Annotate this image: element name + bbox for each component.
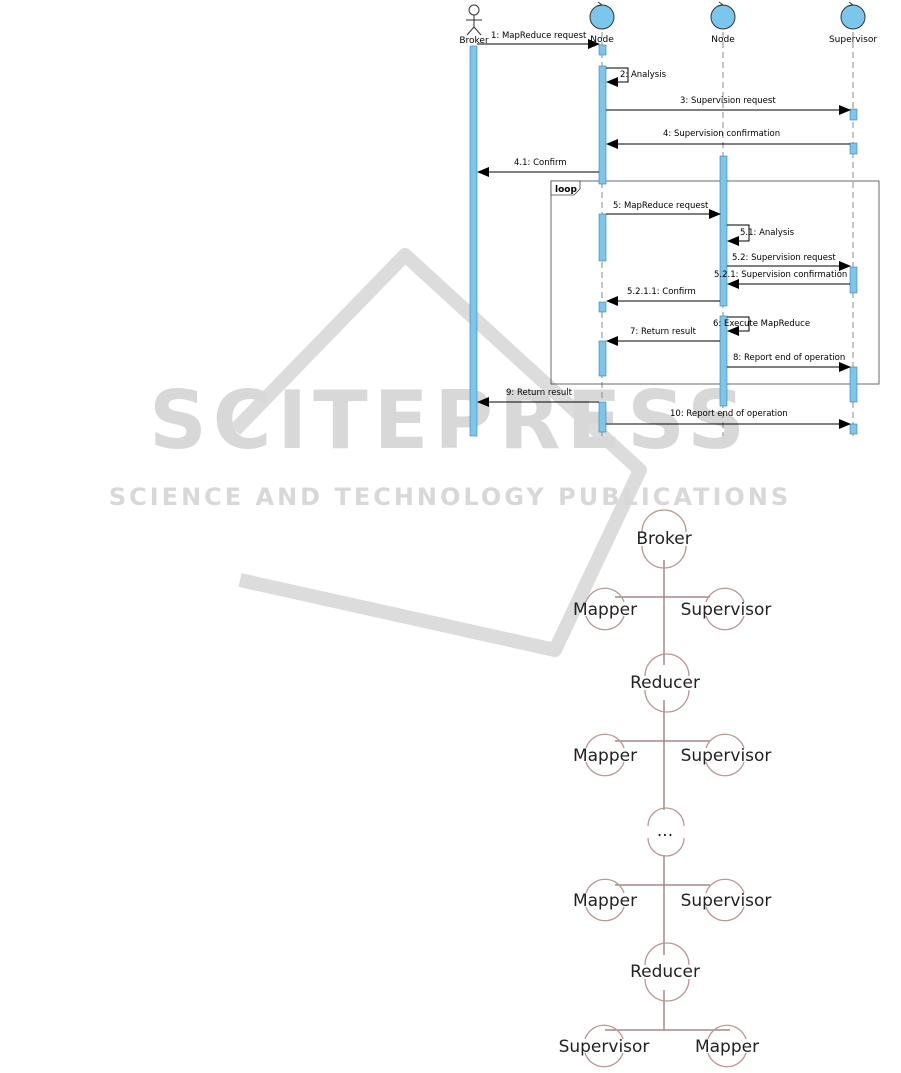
- message-label: 7: Return result: [630, 327, 697, 337]
- watermark-subtitle: SCIENCE AND TECHNOLOGY PUBLICATIONS: [109, 483, 791, 511]
- tree-diagram: Broker Mapper Supervisor Reducer Mapper …: [559, 509, 772, 1068]
- message-label: 2: Analysis: [620, 70, 667, 80]
- broker-activation: [469, 45, 478, 437]
- loop-fragment: [550, 180, 880, 385]
- tree-node-reducer: Reducer: [630, 962, 700, 982]
- tree-node-ellipsis: ...: [657, 821, 673, 841]
- tree-node-supervisor: Supervisor: [681, 891, 772, 911]
- message-label: 3: Supervision request: [680, 96, 776, 106]
- loop-fragment-tab: [550, 180, 581, 196]
- lifeline-label-node1: Node: [590, 35, 614, 45]
- loop-fragment-label: loop: [555, 185, 577, 195]
- node2-activation: [719, 155, 728, 307]
- tree-node-reducer: Reducer: [630, 673, 700, 693]
- message-self-arrow: [606, 67, 629, 87]
- watermark: SCITEPRESS SCIENCE AND TECHNOLOGY PUBLIC…: [109, 248, 791, 657]
- tree-node-broker: Broker: [636, 529, 691, 549]
- node1-activation: [598, 65, 607, 185]
- control-node2-icon: [710, 1, 736, 30]
- tree-node-supervisor: Supervisor: [559, 1037, 650, 1057]
- tree-node-mapper: Mapper: [695, 1037, 759, 1057]
- watermark-title: SCITEPRESS: [149, 374, 751, 467]
- node1-activation: [598, 401, 607, 433]
- message-label: 10: Report end of operation: [670, 409, 788, 419]
- supervisor-activation: [849, 142, 858, 155]
- message-label: 8: Report end of operation: [733, 353, 845, 363]
- lifeline-label-supervisor: Supervisor: [829, 35, 877, 45]
- node1-activation: [598, 44, 607, 56]
- watermark-swoosh: [229, 248, 647, 657]
- tree-node-mapper: Mapper: [573, 891, 637, 911]
- lifeline-label-broker: Broker: [459, 36, 489, 46]
- message-label: 4.1: Confirm: [514, 158, 567, 168]
- node1-activation: [598, 340, 607, 377]
- message-label: 5.1: Analysis: [740, 228, 795, 238]
- message-label: 5.2: Supervision request: [732, 253, 836, 263]
- message-label: 5: MapReduce request: [613, 201, 709, 211]
- node1-activation: [598, 301, 607, 313]
- control-supervisor-icon: [840, 1, 866, 30]
- message-label: 5.2.1.1: Confirm: [627, 287, 696, 297]
- message-label: 4: Supervision confirmation: [663, 129, 780, 139]
- lifeline-label-node2: Node: [711, 35, 735, 45]
- tree-node-supervisor: Supervisor: [681, 746, 772, 766]
- tree-node-mapper: Mapper: [573, 746, 637, 766]
- supervisor-activation: [849, 366, 858, 403]
- tree-node-supervisor: Supervisor: [681, 600, 772, 620]
- node1-activation: [598, 213, 607, 262]
- message-label: 9: Return result: [506, 388, 573, 398]
- actor-broker-icon: [466, 4, 482, 36]
- node2-activation: [719, 315, 728, 407]
- message-self-arrow: [727, 224, 750, 246]
- supervisor-activation: [849, 266, 858, 294]
- supervisor-activation: [849, 423, 858, 435]
- message-label: 5.2.1: Supervision confirmation: [714, 270, 847, 280]
- control-node1-icon: [589, 1, 615, 30]
- sequence-diagram: Broker Node Node Supervisor loop: [459, 1, 880, 437]
- tree-node-arcs: [584, 509, 747, 1068]
- message-label: 1: MapReduce request: [491, 31, 587, 41]
- tree-node-mapper: Mapper: [573, 600, 637, 620]
- message-label: 6: Execute MapReduce: [713, 319, 810, 329]
- supervisor-activation: [849, 108, 858, 121]
- message-self-arrow: [727, 316, 750, 336]
